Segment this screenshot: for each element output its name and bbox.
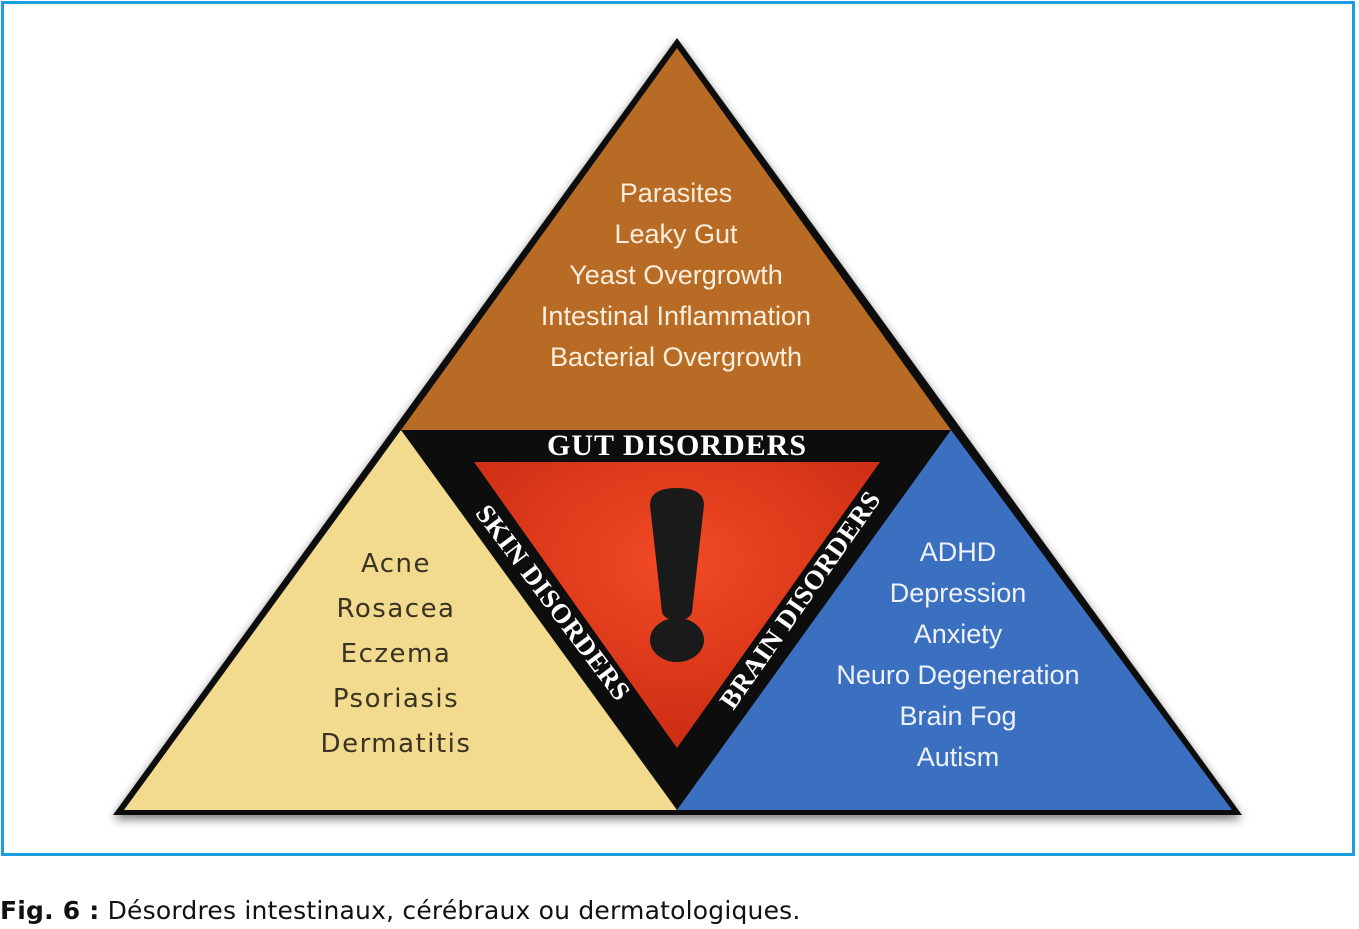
brain-item: Brain Fog xyxy=(899,701,1016,731)
gut-region xyxy=(401,48,951,430)
brain-item: Neuro Degeneration xyxy=(836,660,1079,690)
figure-label: Fig. 6 : xyxy=(0,896,100,925)
gut-item: Parasites xyxy=(620,178,733,208)
brain-region xyxy=(677,430,1232,810)
skin-items: Acne Rosacea Eczema Psoriasis Dermatitis xyxy=(321,549,472,759)
figure-caption: Fig. 6 : Désordres intestinaux, cérébrau… xyxy=(0,896,801,925)
warning-exclamation-icon xyxy=(650,488,704,662)
figure-caption-text: Désordres intestinaux, cérébraux ou derm… xyxy=(99,896,801,925)
disorders-triangle-diagram: GUT DISORDERS SKIN DISORDERS BRAIN DISOR… xyxy=(113,38,1242,815)
brain-item: Depression xyxy=(890,578,1027,608)
brain-items: ADHD Depression Anxiety Neuro Degenerati… xyxy=(836,537,1079,772)
skin-region xyxy=(124,430,677,810)
gut-item: Leaky Gut xyxy=(614,219,738,249)
skin-item: Acne xyxy=(361,549,431,579)
gut-items: Parasites Leaky Gut Yeast Overgrowth Int… xyxy=(541,178,811,372)
gut-item: Yeast Overgrowth xyxy=(569,260,783,290)
brain-item: Anxiety xyxy=(914,619,1003,649)
gut-item: Bacterial Overgrowth xyxy=(550,342,802,372)
brain-item: Autism xyxy=(917,742,1000,772)
gut-title: GUT DISORDERS xyxy=(547,429,807,462)
skin-item: Psoriasis xyxy=(333,684,459,714)
skin-item: Eczema xyxy=(341,639,452,669)
brain-item: ADHD xyxy=(920,537,997,567)
gut-item: Intestinal Inflammation xyxy=(541,301,811,331)
skin-item: Dermatitis xyxy=(321,729,472,759)
skin-item: Rosacea xyxy=(336,594,455,624)
